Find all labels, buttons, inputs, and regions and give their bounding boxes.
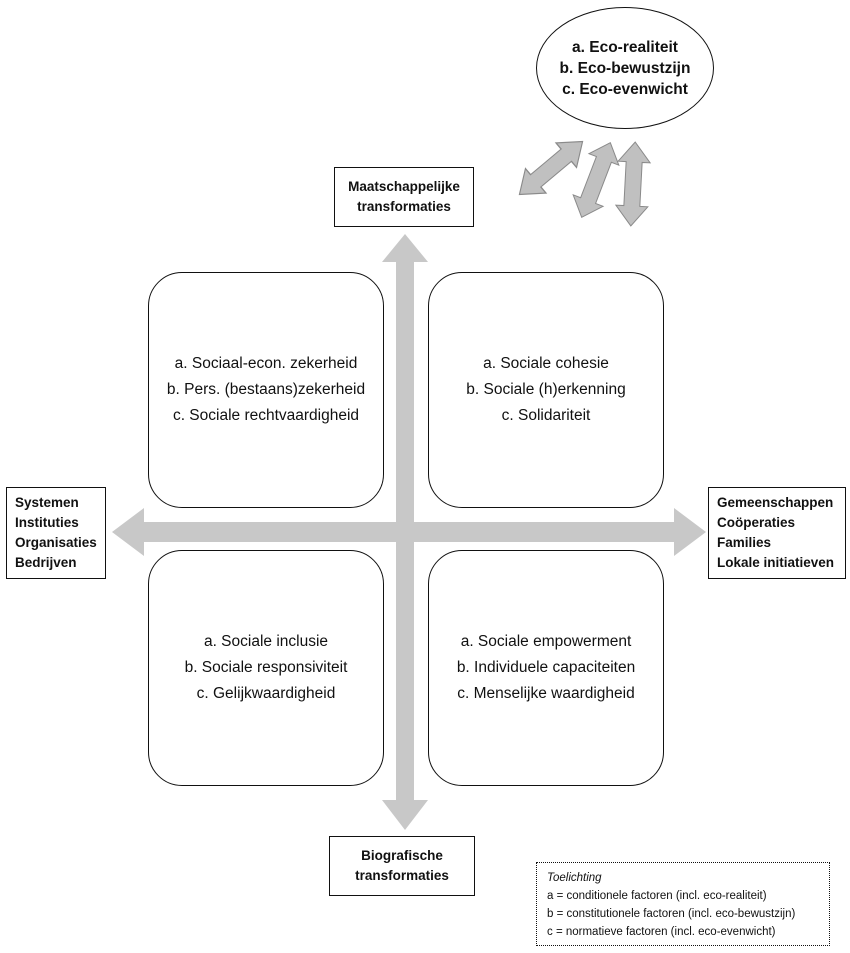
legend-title: Toelichting (547, 872, 602, 884)
eco-item: a. Eco-realiteit (572, 38, 678, 56)
eco-arrow-a (518, 140, 584, 196)
quadrant-item: a. Sociaal-econ. zekerheid (174, 355, 358, 372)
legend-line: c = normatieve factoren (incl. eco-evenw… (547, 926, 776, 938)
axis-label-line: Maatschappelijke (348, 179, 460, 194)
axis-label-line: Gemeenschappen (717, 495, 834, 510)
quadrant-item: b. Sociale (h)erkenning (466, 381, 626, 398)
axis-label-top: Maatschappelijke transformaties (334, 167, 474, 227)
axis-label-line: Lokale initiatieven (717, 555, 835, 570)
quadrant-item: b. Sociale responsiviteit (184, 659, 348, 676)
legend-line: b = constitutionele factoren (incl. eco-… (547, 908, 796, 920)
axis-label-line: Bedrijven (15, 555, 77, 570)
quadrant-top-left: a. Sociaal-econ. zekerheid b. Pers. (bes… (148, 272, 384, 508)
axis-label-line: transformaties (357, 199, 451, 214)
axis-label-left: Systemen Instituties Organisaties Bedrij… (6, 487, 106, 579)
eco-item: b. Eco-bewustzijn (559, 59, 691, 77)
axis-label-line: Instituties (15, 515, 79, 530)
quadrant-top-right: a. Sociale cohesie b. Sociale (h)erkenni… (428, 272, 664, 508)
vertical-axis-arrow (382, 234, 428, 830)
quadrant-item: c. Sociale rechtvaardigheid (172, 407, 360, 424)
quadrant-bottom-right: a. Sociale empowerment b. Individuele ca… (428, 550, 664, 786)
eco-item: c. Eco-evenwicht (562, 80, 688, 98)
axis-label-line: Coöperaties (717, 515, 796, 530)
quadrant-bottom-left: a. Sociale inclusie b. Sociale responsiv… (148, 550, 384, 786)
eco-arrow-c (614, 141, 652, 227)
quadrant-item: c. Solidariteit (501, 407, 591, 424)
quadrant-item: b. Individuele capaciteiten (456, 659, 636, 676)
quadrant-item: b. Pers. (bestaans)zekerheid (166, 381, 366, 398)
legend-line: a = conditionele factoren (incl. eco-rea… (547, 890, 767, 902)
quadrant-item: c. Gelijkwaardigheid (196, 685, 336, 702)
eco-arrow-b (572, 141, 620, 219)
axis-label-bottom: Biografische transformaties (329, 836, 475, 896)
quadrant-item: a. Sociale cohesie (483, 355, 609, 372)
axis-label-line: Biografische (361, 848, 443, 863)
quadrant-item: a. Sociale empowerment (460, 633, 632, 650)
axis-label-line: Families (717, 535, 772, 550)
axis-label-line: Organisaties (15, 535, 97, 550)
quadrant-item: c. Menselijke waardigheid (457, 685, 635, 702)
quadrant-item: a. Sociale inclusie (203, 633, 329, 650)
axis-label-line: Systemen (15, 495, 79, 510)
axis-label-right: Gemeenschappen Coöperaties Families Loka… (708, 487, 846, 579)
eco-ellipse: a. Eco-realiteit b. Eco-bewustzijn c. Ec… (536, 7, 714, 129)
axis-label-line: transformaties (355, 868, 449, 883)
legend-box: Toelichting a = conditionele factoren (i… (536, 862, 830, 946)
